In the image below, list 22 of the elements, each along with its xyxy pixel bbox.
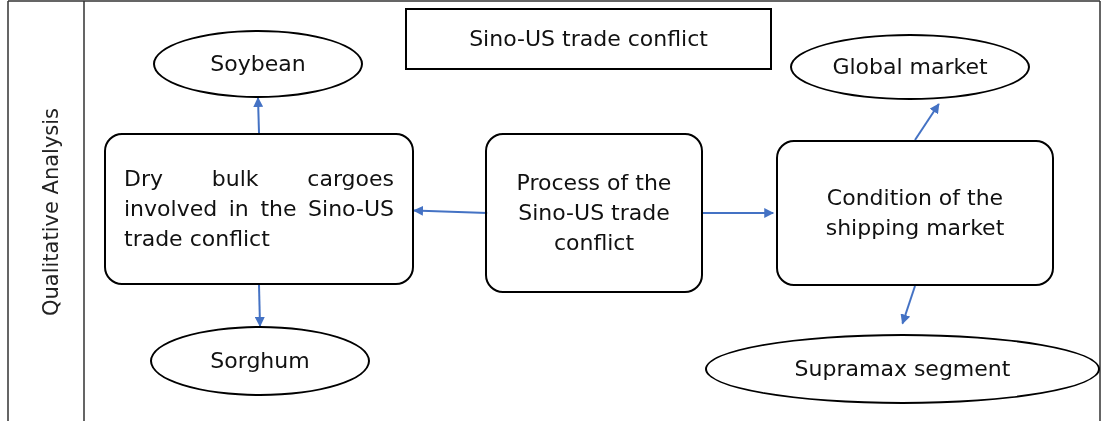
node-label: Dry bulk cargoes involved in the Sino-US trade conflict xyxy=(124,165,394,253)
node-label: Global market xyxy=(832,53,988,82)
rounded-box xyxy=(776,140,1054,286)
rounded-box xyxy=(485,133,703,293)
rounded-box xyxy=(104,133,414,285)
node-label: Condition of the shipping market xyxy=(824,184,1006,242)
arrow xyxy=(702,208,775,218)
ellipse-node xyxy=(705,334,1100,404)
ellipse-node xyxy=(790,34,1030,100)
side-label: Qualitative Analysis xyxy=(39,106,63,319)
arrow xyxy=(254,284,265,327)
node-label: Sino-US trade conflict xyxy=(469,25,708,54)
ellipse-node xyxy=(153,30,363,98)
node-label: Supramax segment xyxy=(794,355,1011,384)
title-box xyxy=(405,8,772,70)
arrow xyxy=(914,102,940,141)
node-label: Sorghum xyxy=(210,347,310,376)
arrow xyxy=(900,285,916,325)
ellipse-node xyxy=(150,326,370,396)
node-label: Soybean xyxy=(210,50,306,79)
arrow xyxy=(253,97,264,134)
node-label: Process of the Sino-US trade conflict xyxy=(515,169,673,257)
